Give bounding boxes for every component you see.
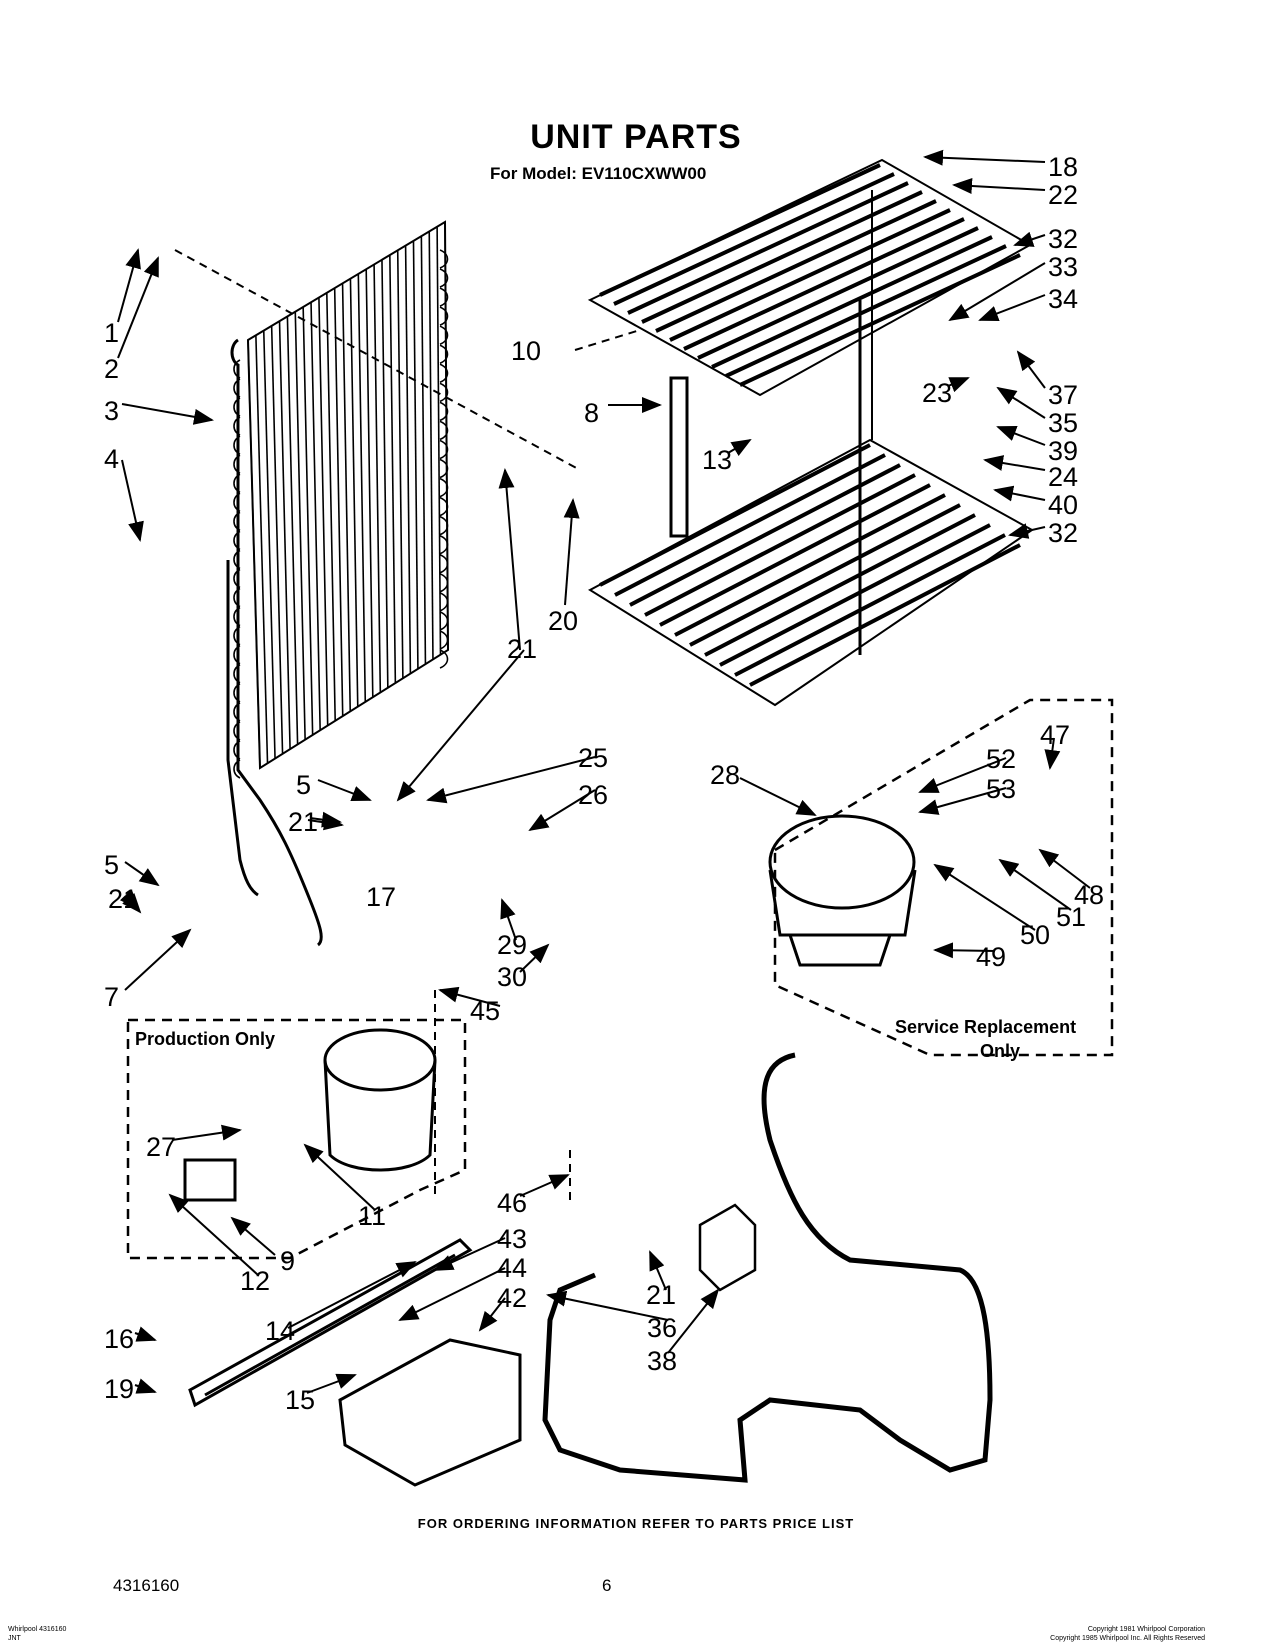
- callout-49: 49: [976, 942, 1007, 972]
- copyright-notice: Copyright 1981 Whirlpool Corporation Cop…: [1005, 1625, 1205, 1643]
- callout-20: 20: [548, 606, 579, 636]
- callout-8: 8: [584, 398, 600, 428]
- callout-21d: 21: [646, 1280, 677, 1310]
- callout-38: 38: [647, 1346, 678, 1376]
- page-number: 6: [602, 1576, 612, 1595]
- copyright-line: Copyright 1981 Whirlpool Corporation: [1087, 1626, 1205, 1633]
- callout-48: 48: [1074, 880, 1105, 910]
- callout-39: 39: [1048, 436, 1079, 466]
- condenser-coil: [226, 220, 450, 947]
- callout-11: 11: [358, 1201, 387, 1231]
- compressor-service: [768, 814, 917, 967]
- callout-36: 36: [647, 1313, 678, 1343]
- loop-tube: [542, 1052, 993, 1483]
- callout-30: 30: [497, 962, 528, 992]
- callout-52: 52: [986, 744, 1017, 774]
- page-title: UNIT PARTS: [530, 118, 742, 156]
- callout-9: 9: [280, 1246, 296, 1276]
- callout-15: 15: [285, 1385, 316, 1415]
- callout-23: 23: [922, 378, 953, 408]
- callout-14: 14: [265, 1316, 296, 1346]
- service-replacement-label: Service Replacement: [895, 1017, 1077, 1037]
- callout-3: 3: [104, 396, 120, 426]
- callout-19: 19: [104, 1374, 135, 1404]
- callout-16: 16: [104, 1324, 135, 1354]
- callout-34: 34: [1048, 284, 1079, 314]
- callout-5a: 5: [296, 770, 312, 800]
- callout-28: 28: [710, 760, 741, 790]
- callout-13: 13: [702, 445, 733, 475]
- callout-7: 7: [104, 982, 120, 1012]
- bracket-42: [338, 1338, 522, 1487]
- callout-17: 17: [366, 882, 397, 912]
- service-replacement-only-label: Only: [980, 1041, 1021, 1061]
- callout-1: 1: [104, 318, 120, 348]
- callout-47: 47: [1040, 720, 1071, 750]
- ordering-note: FOR ORDERING INFORMATION REFER TO PARTS …: [417, 1516, 855, 1531]
- callout-18: 18: [1048, 152, 1079, 182]
- service-replacement-box: [773, 698, 1114, 1057]
- evaporator-upper: [587, 158, 1033, 397]
- callout-10: 10: [511, 336, 542, 366]
- callout-43: 43: [497, 1224, 528, 1254]
- callout-32a: 32: [1048, 224, 1079, 254]
- callout-27: 27: [146, 1132, 177, 1162]
- callout-22: 22: [1048, 180, 1079, 210]
- callout-5b: 5: [104, 850, 120, 880]
- callout-26: 26: [578, 780, 609, 810]
- callout-42: 42: [497, 1283, 528, 1313]
- relay-38: [698, 1203, 757, 1292]
- callout-44: 44: [497, 1253, 528, 1283]
- scan-mark-line: Whirlpool 4316160: [8, 1626, 67, 1633]
- evaporator-lower: [588, 190, 1034, 707]
- callout-24: 24: [1048, 462, 1079, 492]
- callout-50: 50: [1020, 920, 1051, 950]
- scan-mark-line: JNT: [8, 1635, 21, 1642]
- callout-35: 35: [1048, 408, 1079, 438]
- callout-29: 29: [497, 930, 528, 960]
- callout-51: 51: [1056, 902, 1087, 932]
- callout-40: 40: [1048, 490, 1079, 520]
- copyright-line: Copyright 1985 Whirlpool Inc. All Rights…: [1050, 1635, 1205, 1642]
- production-only-label: Production Only: [135, 1029, 276, 1049]
- callout-46: 46: [497, 1188, 528, 1218]
- callout-45: 45: [470, 996, 501, 1026]
- callout-21c: 21: [108, 884, 139, 914]
- document-number: 4316160: [113, 1576, 180, 1595]
- callout-2: 2: [104, 354, 120, 384]
- callout-33: 33: [1048, 252, 1079, 282]
- callout-12: 12: [240, 1266, 271, 1296]
- callout-25: 25: [578, 743, 609, 773]
- callout-32b: 32: [1048, 518, 1079, 548]
- production-only-box: [126, 1018, 467, 1260]
- callout-37: 37: [1048, 380, 1079, 410]
- scan-mark: Whirlpool 4316160 JNT: [8, 1625, 66, 1643]
- callout-21b: 21: [288, 807, 319, 837]
- compressor-production: [323, 1028, 437, 1172]
- base-rail: [188, 1238, 473, 1408]
- callout-21a: 21: [507, 634, 538, 664]
- overload-9: [183, 1158, 237, 1202]
- callout-4: 4: [104, 444, 120, 474]
- accumulator-tube: [669, 376, 689, 538]
- callout-53: 53: [986, 774, 1017, 804]
- model-subtitle: For Model: EV110CXWW00: [490, 164, 707, 183]
